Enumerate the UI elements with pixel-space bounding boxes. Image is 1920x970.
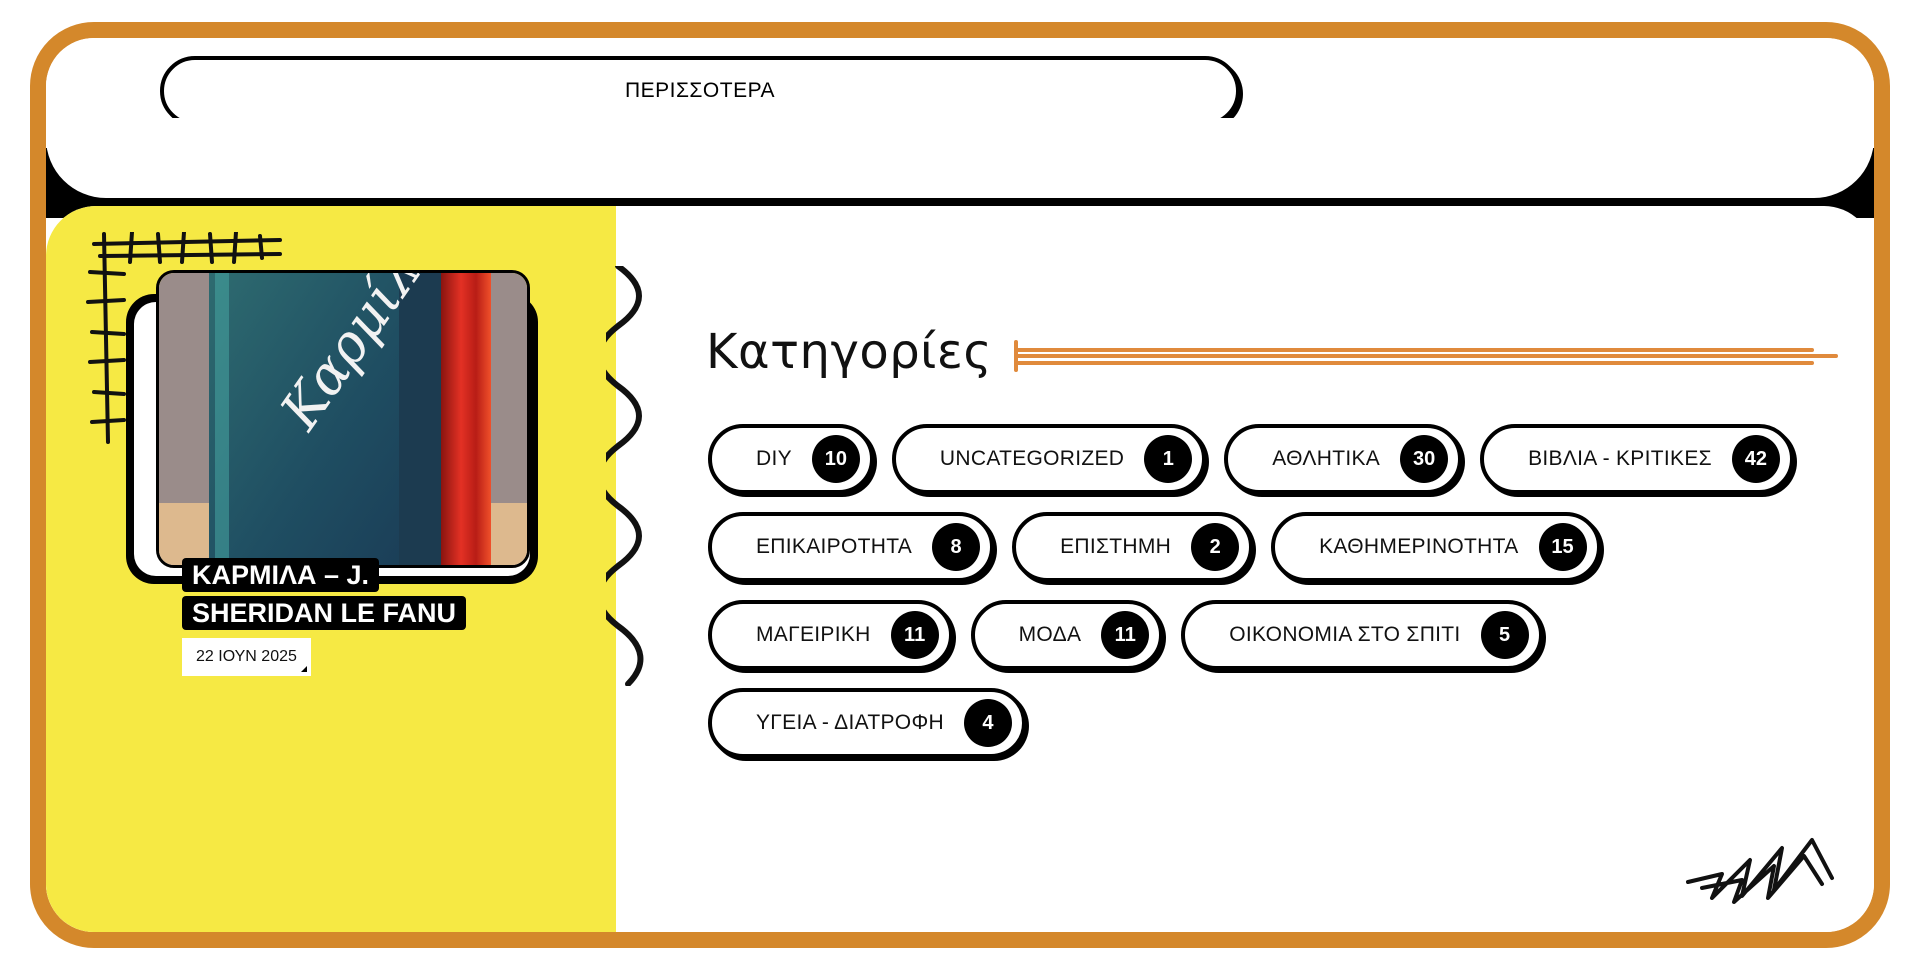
category-count-badge: 42 bbox=[1731, 435, 1780, 483]
post-title-line2: SHERIDAN LE FANU bbox=[182, 596, 467, 630]
category-label: ΑΘΛΗΤΙΚΑ bbox=[1272, 447, 1381, 470]
category-label: ΒΙΒΛΙΑ - ΚΡΙΤΙΚΕΣ bbox=[1528, 447, 1712, 470]
book-cover-illustration: Καρμίλα bbox=[159, 273, 527, 565]
category-count-badge: 30 bbox=[1400, 435, 1449, 483]
category-row: ΜΑΓΕΙΡΙΚΗ 11 ΜΟΔΑ 11 ΟΙΚΟΝΟΜΙΑ ΣΤΟ ΣΠΙΤΙ… bbox=[708, 600, 1848, 670]
category-label: ΚΑΘΗΜΕΡΙΝΟΤΗΤΑ bbox=[1319, 535, 1519, 558]
category-label: ΥΓΕΙΑ - ΔΙΑΤΡΟΦΗ bbox=[756, 711, 944, 734]
category-epikairotita[interactable]: ΕΠΙΚΑΙΡΟΤΗΤΑ 8 bbox=[708, 512, 995, 582]
post-thumbnail[interactable]: Καρμίλα bbox=[156, 270, 530, 568]
category-label: DIY bbox=[756, 447, 792, 470]
category-diy[interactable]: DIY 10 bbox=[708, 424, 874, 494]
category-count-badge: 10 bbox=[811, 435, 860, 483]
post-title-line1: ΚΑΡΜΙΛΑ – J. bbox=[182, 558, 380, 592]
category-epistimi[interactable]: ΕΠΙΣΤΗΜΗ 2 bbox=[1012, 512, 1254, 582]
category-count-badge: 5 bbox=[1480, 611, 1529, 659]
category-athlitika[interactable]: ΑΘΛΗΤΙΚΑ 30 bbox=[1224, 424, 1463, 494]
grid-scribble-decoration bbox=[86, 232, 282, 444]
category-vivlia-kritikes[interactable]: ΒΙΒΛΙΑ - ΚΡΙΤΙΚΕΣ 42 bbox=[1480, 424, 1794, 494]
post-date: 22 ΙΟΥΝ 2025 bbox=[182, 638, 311, 676]
category-list: DIY 10 UNCATEGORIZED 1 ΑΘΛΗΤΙΚΑ 30 ΒΙΒΛΙ… bbox=[708, 424, 1848, 776]
wavy-divider bbox=[606, 266, 644, 686]
page-frame: ΠΕΡΙΣΣΟΤΕΡΑ bbox=[30, 22, 1890, 948]
category-row: ΥΓΕΙΑ - ΔΙΑΤΡΟΦΗ 4 bbox=[708, 688, 1848, 758]
category-row: DIY 10 UNCATEGORIZED 1 ΑΘΛΗΤΙΚΑ 30 ΒΙΒΛΙ… bbox=[708, 424, 1848, 494]
heading-accent-lines bbox=[1014, 340, 1838, 372]
category-count-badge: 4 bbox=[963, 699, 1012, 747]
category-label: ΕΠΙΣΤΗΜΗ bbox=[1060, 535, 1172, 558]
zigzag-scribble-decoration bbox=[1686, 838, 1834, 904]
category-oikonomia-sto-spiti[interactable]: ΟΙΚΟΝΟΜΙΑ ΣΤΟ ΣΠΙΤΙ 5 bbox=[1181, 600, 1543, 670]
category-label: ΟΙΚΟΝΟΜΙΑ ΣΤΟ ΣΠΙΤΙ bbox=[1229, 623, 1461, 646]
more-menu-button[interactable]: ΠΕΡΙΣΣΟΤΕΡΑ bbox=[160, 56, 1240, 126]
category-label: ΕΠΙΚΑΙΡΟΤΗΤΑ bbox=[756, 535, 913, 558]
category-uncategorized[interactable]: UNCATEGORIZED 1 bbox=[891, 424, 1207, 494]
category-ygeia-diatrofi[interactable]: ΥΓΕΙΑ - ΔΙΑΤΡΟΦΗ 4 bbox=[708, 688, 1026, 758]
post-title[interactable]: ΚΑΡΜΙΛΑ – J. SHERIDAN LE FANU bbox=[182, 556, 482, 632]
category-count-badge: 8 bbox=[932, 523, 981, 571]
category-count-badge: 2 bbox=[1191, 523, 1240, 571]
category-count-badge: 1 bbox=[1144, 435, 1193, 483]
category-row: ΕΠΙΚΑΙΡΟΤΗΤΑ 8 ΕΠΙΣΤΗΜΗ 2 ΚΑΘΗΜΕΡΙΝΟΤΗΤΑ… bbox=[708, 512, 1848, 582]
category-kathimerinotita[interactable]: ΚΑΘΗΜΕΡΙΝΟΤΗΤΑ 15 bbox=[1271, 512, 1601, 582]
categories-heading: Κατηγορίες bbox=[706, 324, 993, 380]
category-label: ΜΟΔΑ bbox=[1018, 623, 1082, 646]
category-count-badge: 15 bbox=[1538, 523, 1587, 571]
category-mageiriki[interactable]: ΜΑΓΕΙΡΙΚΗ 11 bbox=[708, 600, 953, 670]
category-count-badge: 11 bbox=[890, 611, 939, 659]
category-count-badge: 11 bbox=[1101, 611, 1150, 659]
main-content: Καρμίλα ΚΑΡΜΙΛΑ – J. SHERIDAN LE FANU 22… bbox=[46, 206, 1874, 932]
category-label: ΜΑΓΕΙΡΙΚΗ bbox=[756, 623, 871, 646]
header-bottom-curve bbox=[46, 118, 1874, 198]
category-moda[interactable]: ΜΟΔΑ 11 bbox=[970, 600, 1164, 670]
category-label: UNCATEGORIZED bbox=[939, 447, 1125, 470]
